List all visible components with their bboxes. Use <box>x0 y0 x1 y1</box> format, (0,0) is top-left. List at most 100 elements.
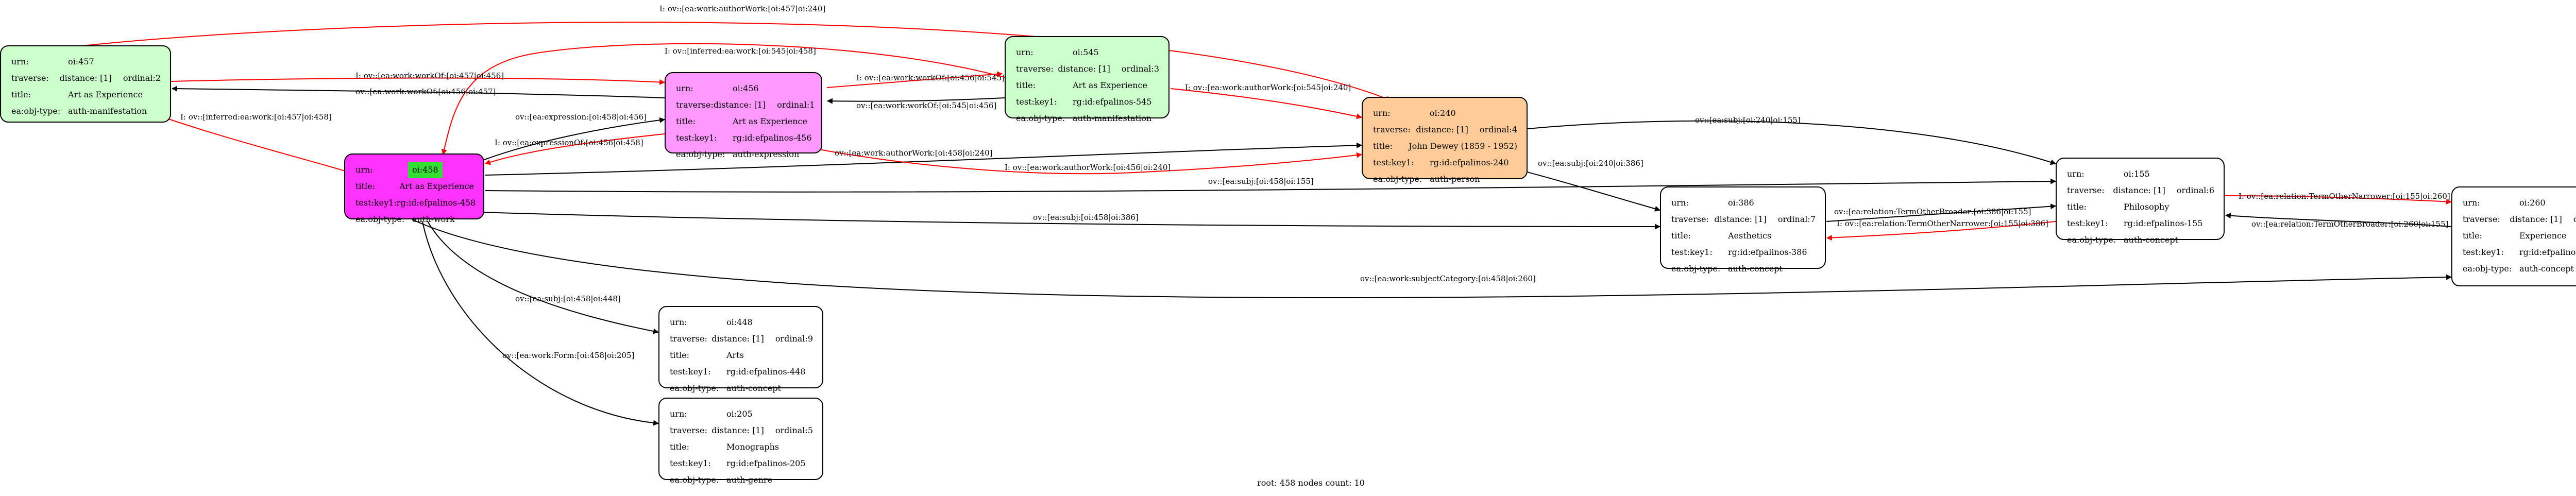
node-ordinal: 5 <box>807 425 813 435</box>
node-oi-386[interactable]: urn: oi:386 traverse: distance: [1] ordinal… <box>1660 186 1826 273</box>
edge-label: I: ov::[ea:work:authorWork:[oi:456|oi:24… <box>1005 163 1171 172</box>
node-urn: oi:386 <box>1728 198 1754 208</box>
field-label: test:key1: <box>670 458 711 468</box>
node-testkey: rg:id:efpalinos-240 <box>1430 158 1509 167</box>
node-ordinal-label: ordinal: <box>1479 125 1512 134</box>
field-label: title: <box>2067 202 2087 212</box>
node-oi-457[interactable]: urn:oi:457 traverse:distance: [1]ordinal… <box>0 45 171 123</box>
node-urn: oi:448 <box>726 317 753 327</box>
field-label: title: <box>355 181 375 191</box>
node-ordinal-label: ordinal: <box>2176 185 2209 195</box>
node-distance: distance: [1] <box>59 73 112 83</box>
edge-label: ov::[ea:relation:TermOtherBroader:[oi:38… <box>1834 207 2031 216</box>
edge-458-456 <box>484 117 666 160</box>
node-type: auth-expression <box>733 149 800 159</box>
node-urn: oi:260 <box>2519 198 2546 208</box>
node-title: Art as Experience <box>68 90 143 99</box>
edge-456-240 <box>819 149 1363 175</box>
field-label: title: <box>670 442 689 452</box>
node-oi-240[interactable]: urn:oi:240 traverse:distance: [1]ordinal… <box>1362 97 1528 184</box>
field-label: urn: <box>1671 198 1689 208</box>
node-distance: distance: [1] <box>713 100 766 110</box>
node-ordinal-label: ordinal: <box>2573 214 2576 224</box>
field-label: urn: <box>670 317 687 327</box>
node-oi-155[interactable]: urn:oi:155 traverse:distance: [1]ordinal… <box>2056 158 2225 245</box>
edge-label: I: ov::[ea:relation:TermOtherNarrower:[o… <box>1837 219 2048 228</box>
field-label: urn: <box>1373 108 1391 118</box>
edge-458-260 <box>412 219 2452 299</box>
node-testkey: rg:id:efpalinos-456 <box>733 133 812 143</box>
node-testkey: rg:id:efpalinos-155 <box>2124 218 2203 228</box>
node-oi-448[interactable]: urn:oi:448 traverse:distance: [1]ordinal… <box>658 306 823 393</box>
field-label: traverse: <box>1016 64 1054 74</box>
node-oi-205[interactable]: urn:oi:205 traverse:distance: [1]ordinal… <box>658 398 823 485</box>
field-label: title: <box>1016 80 1036 90</box>
node-ordinal: 9 <box>807 334 813 344</box>
node-ordinal-label: ordinal: <box>1121 64 1154 74</box>
edge-458-205 <box>422 221 659 426</box>
field-label: traverse: <box>1671 214 1709 224</box>
node-ordinal-label: ordinal: <box>1777 214 1810 224</box>
node-distance: distance: [1] <box>1714 214 1767 224</box>
edge-457-458 <box>149 112 351 174</box>
field-label: test:key1: <box>670 367 711 377</box>
node-ordinal-label: ordinal: <box>775 425 808 435</box>
edge-456-458 <box>484 133 665 165</box>
node-urn: oi:457 <box>68 57 94 66</box>
node-ordinal: 7 <box>1810 214 1816 224</box>
field-label: title: <box>2463 231 2482 241</box>
node-ordinal: 4 <box>1512 125 1517 134</box>
edge-458-155 <box>485 178 2057 193</box>
field-label: traverse: <box>676 100 714 110</box>
node-type: auth-manifestation <box>68 106 147 116</box>
field-label: ea:obj-type: <box>1016 113 1065 123</box>
field-label: ea:obj-type: <box>11 106 61 116</box>
edge-label: ov::[ea:expression:[oi:458|oi:456] <box>515 112 647 122</box>
node-title: Aesthetics <box>1728 231 1772 241</box>
edge-155-260 <box>2224 195 2452 204</box>
node-oi-456[interactable]: urn:oi:456 traverse:distance: [1]ordinal… <box>665 72 822 159</box>
field-label: ea:obj-type: <box>670 383 719 393</box>
edge-label: I: ov::[inferred:ea:work:[oi:457|oi:458] <box>180 112 332 122</box>
field-label: test:key1: <box>355 198 397 208</box>
edge-545-456 <box>826 97 1005 104</box>
edge-386-155 <box>1826 203 2057 222</box>
edge-545-458 <box>441 43 1005 156</box>
field-label: urn: <box>2067 169 2084 179</box>
edge-label: ov::[ea:subj:[oi:458|oi:155] <box>1208 177 1314 186</box>
field-label: ea:obj-type: <box>1373 174 1422 184</box>
node-ordinal: 3 <box>1154 64 1159 74</box>
edge-label: ov::[ea:work:workOf:[oi:456|oi:457] <box>355 87 496 96</box>
edge-458-448 <box>427 221 659 334</box>
edge-457-456 <box>171 77 666 85</box>
edge-240-155 <box>1527 120 2057 165</box>
node-title: Philosophy <box>2124 202 2170 212</box>
node-title: Experience <box>2519 231 2567 241</box>
edge-label: I: ov::[inferred:ea:work:[oi:545|oi:458] <box>665 46 816 56</box>
node-type: auth-work <box>412 214 455 224</box>
node-distance: distance: [1] <box>711 425 764 435</box>
graph-footer: root: 458 nodes count: 10 <box>1257 478 1365 488</box>
node-oi-458[interactable]: urn:oi:458 title:Art as Experience test:… <box>344 153 484 224</box>
field-label: urn: <box>1016 47 1033 57</box>
node-urn: oi:456 <box>733 83 759 93</box>
node-type: auth-concept <box>2124 235 2178 245</box>
edge-545-240 <box>1170 88 1363 119</box>
edge-label: ov::[ea:work:workOf:[oi:545|oi:456] <box>856 101 996 110</box>
edge-label: I: ov::[ea:relation:TermOtherNarrower:[o… <box>2239 192 2450 201</box>
node-ordinal-label: ordinal: <box>775 334 808 344</box>
edge-label: ov::[ea:subj:[oi:240|oi:155] <box>1695 115 1801 125</box>
edge-label: ov::[ea:subj:[oi:458|oi:386] <box>1033 213 1139 222</box>
node-type: auth-concept <box>2519 264 2574 273</box>
node-testkey: rg:id:efpalinos-458 <box>396 198 476 208</box>
field-label: test:key1: <box>676 133 717 143</box>
node-oi-260[interactable]: urn:oi:260 traverse:distance: [1]ordinal… <box>2451 186 2576 286</box>
edge-label: ov::[ea:relation:TermOtherBroader:[oi:26… <box>2251 219 2449 229</box>
field-label: traverse: <box>2463 214 2500 224</box>
edge-label: ov::[ea:work:authorWork:[oi:458|oi:240] <box>835 148 993 158</box>
field-label: urn: <box>355 165 373 175</box>
node-oi-545[interactable]: urn:oi:545 traverse:distance: [1]ordinal… <box>1005 36 1170 123</box>
edge-label: ov::[ea:subj:[oi:458|oi:448] <box>515 294 621 303</box>
edge-label: I: ov::[ea:work:workOf:[oi:457|oi:456] <box>355 71 504 80</box>
edge-155-386 <box>1826 221 2056 241</box>
